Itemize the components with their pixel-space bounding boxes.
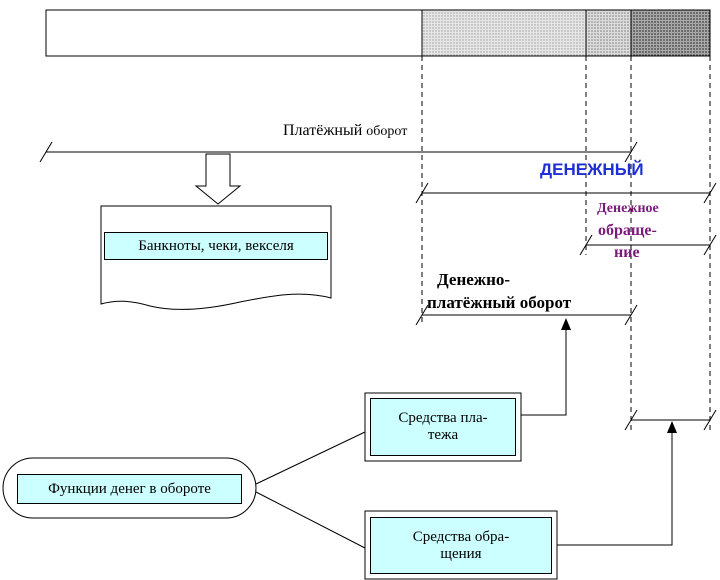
money-circulation-line2: обраще- — [598, 222, 657, 239]
money-circulation-line1: Денежное — [597, 201, 659, 216]
payment-connector — [521, 330, 567, 416]
functions-to-circulation-line — [255, 491, 366, 549]
payment-turnover-label: Платёжный оборот — [283, 122, 407, 140]
money-payment-line1: Денежно- — [437, 270, 511, 289]
money-circulation-label-3: ние — [614, 244, 640, 262]
money-payment-line2: платёжный оборот — [427, 293, 572, 312]
monetary-span — [415, 182, 717, 204]
money-circulation-line3: ние — [614, 244, 640, 261]
down-arrow-icon — [194, 153, 242, 205]
monetary-label: ДЕНЕЖНЫЙ — [540, 160, 644, 180]
banknotes-box: Банкноты, чеки, векселя — [104, 232, 328, 260]
means-payment-line2: тежа — [427, 427, 459, 443]
means-payment-line1: Средства пла- — [398, 410, 488, 426]
circulation-arrow-head — [667, 421, 677, 433]
functions-to-payment-line — [255, 431, 366, 485]
top-bar-white-segment — [45, 9, 423, 57]
money-payment-span — [415, 304, 638, 326]
payment-turnover-label-small: оборот — [366, 124, 408, 139]
means-circulation-box: Средства обра- щения — [370, 517, 552, 574]
payment-arrow-head — [561, 318, 571, 330]
circulation-target-span — [624, 409, 717, 431]
top-bar-light-segment — [421, 9, 587, 57]
money-circulation-label: Денежное — [597, 201, 659, 217]
means-payment-box: Средства пла- тежа — [370, 398, 516, 456]
functions-text: Функции денег в обороте — [48, 480, 211, 497]
banknotes-text: Банкноты, чеки, векселя — [138, 237, 294, 254]
circulation-connector — [557, 433, 673, 546]
means-circulation-line2: щения — [440, 545, 482, 562]
payment-turnover-label-main: Платёжный — [283, 122, 363, 139]
payment-turnover-span — [39, 141, 638, 163]
money-payment-label-2: платёжный оборот — [427, 293, 571, 313]
top-bar-mid-segment — [585, 9, 632, 57]
money-circulation-span — [579, 234, 717, 256]
monetary-label-text: ДЕНЕЖНЫЙ — [540, 160, 644, 179]
top-bar — [45, 9, 711, 57]
functions-box: Функции денег в обороте — [17, 474, 242, 504]
money-payment-label-1: Денежно- — [437, 270, 510, 290]
means-circulation-line1: Средства обра- — [412, 528, 510, 545]
top-bar-dark-segment — [630, 9, 711, 57]
money-circulation-label-2: обраще- — [598, 222, 657, 240]
dashed-guides — [421, 56, 711, 430]
